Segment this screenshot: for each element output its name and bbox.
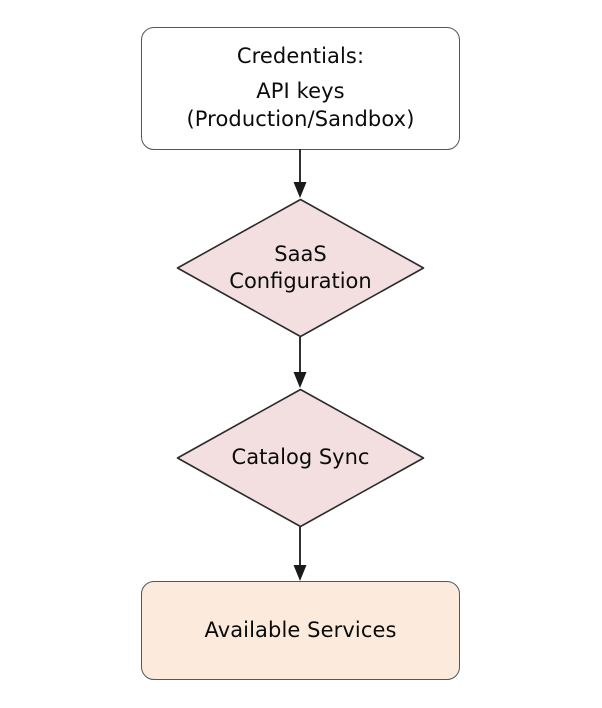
node-saas-configuration-label: SaaS Configuration: [229, 241, 372, 293]
node-available-services[interactable]: Available Services: [141, 581, 460, 680]
node-saas-configuration[interactable]: SaaS Configuration: [176, 198, 425, 338]
node-catalog-sync[interactable]: Catalog Sync: [176, 388, 425, 528]
node-available-services-label: Available Services: [204, 617, 397, 642]
edge-catalog-sync-to-available-services: [292, 527, 308, 583]
diamond-shape: [176, 198, 425, 338]
edge-credentials-to-saas-configuration: [292, 149, 308, 199]
node-credentials-label-primary: Credentials:: [236, 44, 365, 69]
node-catalog-sync-label: Catalog Sync: [231, 445, 370, 470]
edge-saas-configuration-to-catalog-sync: [292, 337, 308, 389]
arrow-down-icon: [293, 182, 307, 198]
node-credentials-label-secondary: API keys (Production/Sandbox): [186, 79, 415, 131]
diamond-shape: [176, 388, 425, 528]
node-credentials[interactable]: Credentials: API keys (Production/Sandbo…: [141, 27, 460, 150]
arrow-down-icon: [293, 565, 307, 581]
arrow-down-icon: [293, 372, 307, 388]
